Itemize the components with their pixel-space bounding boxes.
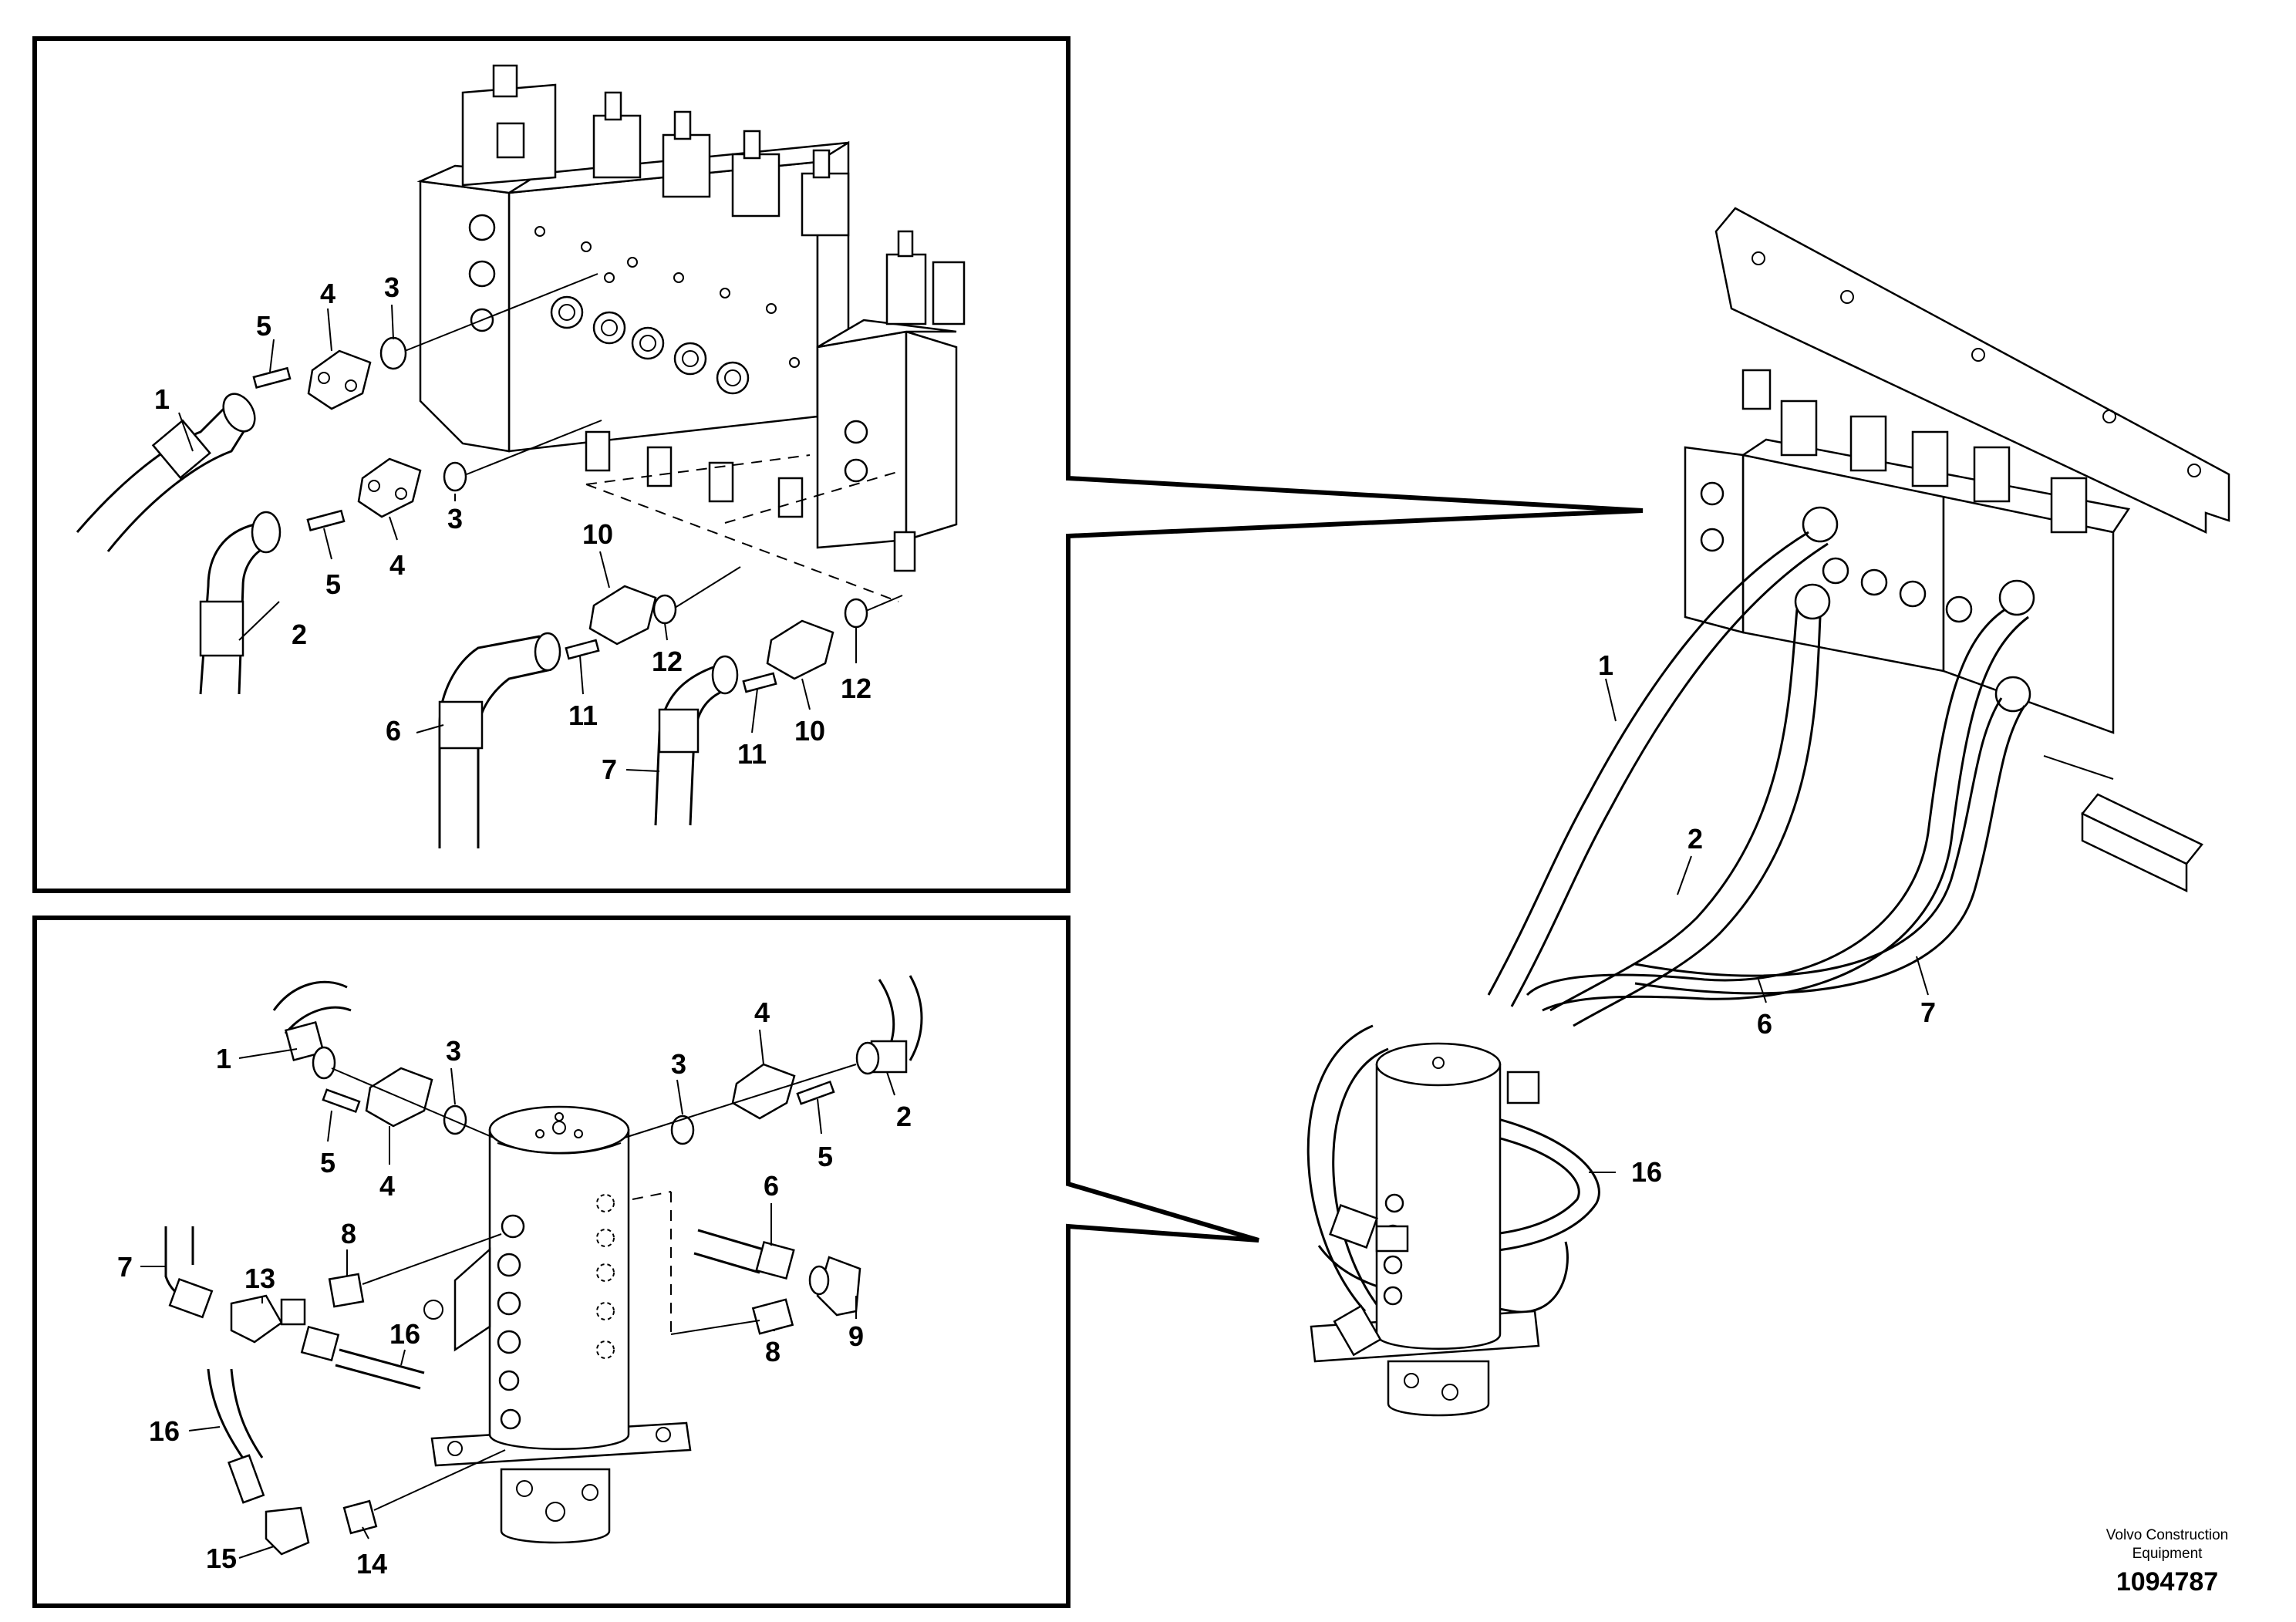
- callout-label: 5: [320, 1147, 335, 1179]
- callout-label: 12: [652, 646, 683, 677]
- callout-label: 6: [1757, 1008, 1772, 1040]
- detail-frames: [32, 36, 1644, 1608]
- bottom-detail-parts: [164, 975, 923, 1556]
- overview-assembly: [1684, 207, 2230, 892]
- callout-label: 11: [568, 700, 598, 731]
- callout-label: 11: [737, 738, 767, 770]
- callout-label: 8: [765, 1336, 781, 1367]
- callout-label: 2: [896, 1101, 912, 1132]
- callout-label: 16: [149, 1415, 180, 1447]
- callout-label: 4: [389, 549, 405, 581]
- callout-label: 12: [841, 673, 872, 704]
- bottom-detail-frame: [32, 916, 1259, 1608]
- control-valve-top-detail: [416, 64, 966, 572]
- callout-label: 1: [154, 383, 170, 415]
- callout-label: 8: [341, 1218, 356, 1249]
- brand-line-2: Equipment: [2132, 1546, 2203, 1562]
- brand-line-1: Volvo Construction: [2106, 1527, 2228, 1543]
- overview-leaders: [1589, 678, 1929, 1173]
- callout-label: 5: [325, 568, 341, 600]
- callout-label: 3: [384, 271, 400, 303]
- callout-label: 6: [386, 715, 401, 747]
- top-detail-leaders: [178, 304, 857, 772]
- overview-swivel-joint: [1310, 1042, 1540, 1417]
- callout-label: 7: [602, 754, 617, 785]
- callout-label: 15: [206, 1543, 237, 1574]
- callout-label: 5: [256, 310, 271, 342]
- overview-callouts: 1 2 6 7 16: [1598, 649, 1936, 1188]
- document-number: 1094787: [2116, 1567, 2218, 1597]
- callout-label: 2: [1687, 823, 1703, 855]
- top-detail-frame: [32, 36, 1644, 893]
- callout-label: 3: [671, 1048, 686, 1080]
- callout-label: 6: [764, 1170, 779, 1202]
- callout-label: 2: [292, 619, 307, 650]
- callout-label: 1: [216, 1043, 231, 1074]
- overview-hoses: [1306, 531, 2029, 1320]
- swivel-joint-bottom-detail: [423, 1105, 692, 1544]
- callout-label: 16: [1631, 1156, 1662, 1188]
- callout-label: 3: [447, 503, 463, 534]
- callout-label: 7: [117, 1251, 133, 1283]
- callout-label: 4: [320, 278, 335, 309]
- callout-label: 7: [1920, 996, 1936, 1028]
- bottom-detail-leaders: [140, 1029, 895, 1559]
- bottom-detail-callouts: 1 2 3 3 4 4 5 5 6 7 8 8 9 13 14 15 16 16: [117, 996, 912, 1580]
- callout-label: 13: [244, 1263, 275, 1294]
- callout-label: 4: [379, 1170, 395, 1202]
- callout-label: 5: [818, 1141, 833, 1172]
- callout-label: 16: [389, 1318, 420, 1350]
- callout-label: 4: [754, 996, 770, 1028]
- callout-label: 1: [1598, 649, 1613, 681]
- callout-label: 10: [794, 715, 825, 747]
- callout-label: 9: [848, 1320, 864, 1352]
- top-detail-parts: [76, 273, 903, 848]
- callout-label: 10: [582, 518, 613, 550]
- callout-label: 3: [446, 1035, 461, 1067]
- top-detail-callouts: 1 2 3 3 4 4 5 5 6 7 10 10 11 11 12 12: [154, 271, 872, 785]
- callout-label: 14: [356, 1548, 387, 1580]
- footer-brand: Volvo Construction Equipment 1094787: [2106, 1527, 2228, 1597]
